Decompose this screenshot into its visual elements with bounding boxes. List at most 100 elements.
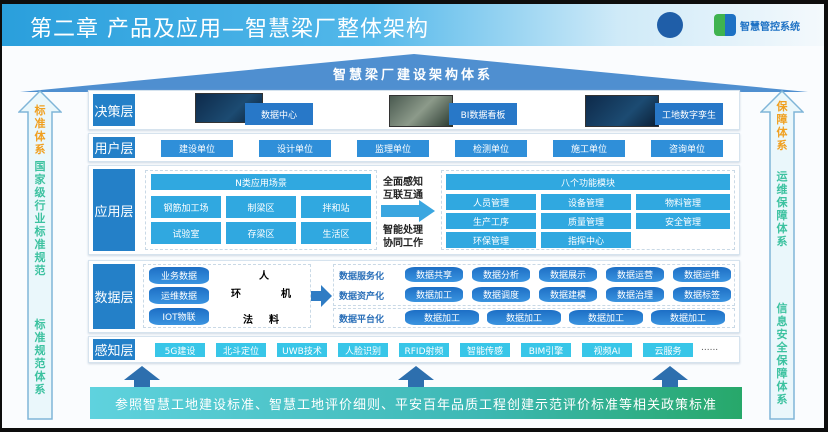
- user-item[interactable]: 监理单位: [357, 140, 429, 157]
- data-row-item[interactable]: 数据运维: [673, 267, 731, 282]
- data-row-item[interactable]: 数据加工: [569, 310, 643, 325]
- logo-text: 智慧管控系统: [740, 22, 800, 33]
- roof-title: 智慧梁厂建设架构体系: [332, 68, 493, 83]
- page-title: 第二章 产品及应用—智慧梁厂整体架构: [30, 17, 429, 42]
- module-item[interactable]: 人员管理: [446, 194, 536, 210]
- module-item[interactable]: 指挥中心: [541, 232, 631, 248]
- scene-item[interactable]: 存梁区: [226, 222, 296, 244]
- system-logo-icon: [714, 14, 736, 36]
- sense-item[interactable]: UWB技术: [277, 343, 327, 357]
- sense-item[interactable]: 人脸识别: [338, 343, 388, 357]
- sense-item[interactable]: 北斗定位: [216, 343, 266, 357]
- up-arrow-icon: [652, 366, 688, 380]
- user-item[interactable]: 施工单位: [553, 140, 625, 157]
- company-logo-icon: [657, 12, 683, 38]
- sources-box: [143, 264, 311, 328]
- layer-label: 数据层: [93, 264, 135, 329]
- scene-item[interactable]: 试验室: [151, 222, 221, 244]
- arrow-caption-bottom: 智能处理协同工作: [383, 224, 423, 250]
- module-item[interactable]: 物料管理: [636, 194, 730, 210]
- sense-item[interactable]: RFID射频: [399, 343, 449, 357]
- caption-line: 协同工作: [383, 238, 423, 249]
- left-pillar-arrow: 标准体系 国家级行业标准规范 标准规范体系: [17, 89, 63, 420]
- pillar-text: 运维保障体系: [776, 170, 788, 248]
- data-row-name: 数据资产化: [339, 292, 385, 302]
- data-source: IOT物联: [149, 308, 209, 325]
- right-arrow-icon: [381, 200, 435, 222]
- data-source: 运维数据: [149, 287, 209, 304]
- user-item[interactable]: 设计单位: [259, 140, 331, 157]
- data-row-item[interactable]: 数据共享: [405, 267, 463, 282]
- up-arrow-icon: [398, 366, 434, 380]
- user-item[interactable]: 咨询单位: [651, 140, 723, 157]
- element-material: 料: [269, 315, 279, 326]
- pillar-text: 标准规范体系: [34, 318, 46, 396]
- arrow-caption-top: 全面感知互联互通: [383, 176, 423, 202]
- decision-item[interactable]: BI数据看板: [449, 103, 517, 125]
- module-item[interactable]: 环保管理: [446, 232, 536, 248]
- scene-item[interactable]: 拌和站: [301, 196, 371, 218]
- digital-twin-thumbnail: [585, 95, 659, 127]
- pillar-heading: 保障体系: [776, 100, 788, 152]
- up-arrow-icon: [124, 366, 160, 380]
- standards-banner: 参照智慧工地建设标准、智慧工地评价细则、平安百年品质工程创建示范评价标准等相关政…: [90, 387, 742, 419]
- data-row-item[interactable]: 数据调度: [472, 287, 530, 302]
- data-row-item[interactable]: 数据标签: [673, 287, 731, 302]
- more-ellipsis: ......: [701, 343, 719, 353]
- data-row-name: 数据平台化: [339, 315, 385, 325]
- element-machine: 机: [281, 289, 291, 300]
- data-row-item[interactable]: 数据加工: [405, 287, 463, 302]
- data-platform-box: [333, 308, 735, 328]
- user-item[interactable]: 建设单位: [161, 140, 233, 157]
- modules-title: 八个功能模块: [446, 174, 730, 190]
- element-method: 法: [243, 315, 253, 326]
- up-arrow-stem: [408, 379, 424, 389]
- data-row-item[interactable]: 数据展示: [539, 267, 597, 282]
- data-layer: 数据层 业务数据 运维数据 IOT物联 人 机 料 法 环 数据服务化数据共享数…: [88, 260, 740, 333]
- data-row-name: 数据服务化: [339, 272, 385, 282]
- module-item[interactable]: 生产工序: [446, 213, 536, 229]
- decision-item[interactable]: 数据中心: [245, 103, 313, 125]
- module-item[interactable]: 设备管理: [541, 194, 631, 210]
- pillar-text: 信息安全保障体系: [776, 302, 788, 406]
- scene-item[interactable]: 生活区: [301, 222, 371, 244]
- element-environment: 环: [231, 289, 241, 300]
- title-bar: 第二章 产品及应用—智慧梁厂整体架构 智慧管控系统: [2, 4, 824, 46]
- up-arrow-stem: [662, 379, 678, 389]
- data-row-item[interactable]: 数据治理: [606, 287, 664, 302]
- scene-item[interactable]: 制梁区: [226, 196, 296, 218]
- module-item[interactable]: 安全管理: [636, 213, 730, 229]
- right-arrow-icon: [311, 285, 332, 307]
- layer-label: 用户层: [93, 137, 135, 158]
- element-person: 人: [259, 271, 269, 282]
- decision-layer: 决策层 数据中心 BI数据看板 工地数字孪生: [88, 90, 740, 130]
- decision-item[interactable]: 工地数字孪生: [655, 103, 723, 125]
- up-arrow-stem: [134, 379, 150, 389]
- data-row-item[interactable]: 数据运营: [606, 267, 664, 282]
- layer-label: 决策层: [93, 94, 135, 126]
- sense-item[interactable]: 5G建设: [155, 343, 205, 357]
- sense-item[interactable]: 视频AI: [582, 343, 632, 357]
- data-row-item[interactable]: 数据建模: [539, 287, 597, 302]
- pillar-text: 国家级行业标准规范: [34, 160, 46, 277]
- module-item[interactable]: 质量管理: [541, 213, 631, 229]
- caption-line: 智能处理: [383, 225, 423, 236]
- data-row-item[interactable]: 数据加工: [405, 310, 479, 325]
- sense-item[interactable]: 云服务: [643, 343, 693, 357]
- data-row-item[interactable]: 数据加工: [487, 310, 561, 325]
- user-layer: 用户层 建设单位 设计单位 监理单位 检测单位 施工单位 咨询单位: [88, 133, 740, 162]
- user-item[interactable]: 检测单位: [455, 140, 527, 157]
- sense-item[interactable]: 智能传感: [460, 343, 510, 357]
- caption-line: 互联互通: [383, 190, 423, 201]
- scenes-title: N类应用场景: [151, 174, 371, 190]
- scene-item[interactable]: 钢筋加工场: [151, 196, 221, 218]
- sense-item[interactable]: BIM引擎: [521, 343, 571, 357]
- modules-box: [441, 170, 735, 250]
- data-row-item[interactable]: 数据分析: [472, 267, 530, 282]
- right-pillar-arrow: 保障体系 运维保障体系 信息安全保障体系: [759, 89, 805, 420]
- data-rows-box: [333, 264, 735, 306]
- bi-thumbnail: [389, 95, 453, 127]
- pillar-heading: 标准体系: [34, 104, 46, 156]
- data-row-item[interactable]: 数据加工: [651, 310, 725, 325]
